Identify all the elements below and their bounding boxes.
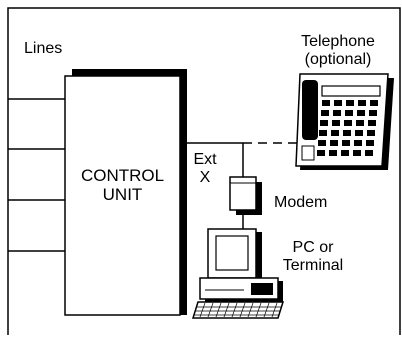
control-unit-label-line2: UNIT: [102, 185, 143, 204]
frame: [7, 7, 401, 335]
incoming-lines: [8, 98, 65, 252]
phone-keypad: [317, 100, 378, 156]
pc-terminal-icon: [191, 228, 285, 319]
pc-terminal-label-line2: Terminal: [282, 257, 344, 274]
phone-display: [321, 85, 381, 97]
extension-wiring: [187, 142, 298, 178]
extension-label-line2: X: [199, 169, 211, 186]
telephone-label-line1: Telephone: [301, 33, 375, 50]
monitor-screen: [215, 235, 249, 271]
modem-device: [229, 176, 262, 229]
phone-speaker: [301, 145, 315, 161]
phone-handset: [302, 80, 318, 140]
pc-terminal-label-line1: PC or: [292, 239, 334, 256]
pc-terminal-label: PC or Terminal: [268, 239, 358, 275]
lines-label: Lines: [24, 40, 63, 57]
control-unit-label-line1: CONTROL: [80, 166, 165, 185]
modem-body: [229, 176, 257, 211]
control-unit-box: [64, 75, 181, 316]
control-unit-label: CONTROL UNIT: [65, 166, 180, 204]
modem-label: Modem: [274, 194, 328, 211]
extension-label: Ext X: [188, 151, 222, 187]
telephone-label: Telephone (optional): [283, 33, 393, 69]
telephone-icon: [295, 73, 394, 170]
control-unit: [64, 69, 187, 316]
keyboard-keys: [194, 302, 281, 318]
extension-label-line1: Ext: [193, 151, 217, 168]
disk-drive: [251, 283, 273, 295]
keyboard: [191, 301, 285, 319]
telephone-label-line2: (optional): [304, 51, 372, 68]
